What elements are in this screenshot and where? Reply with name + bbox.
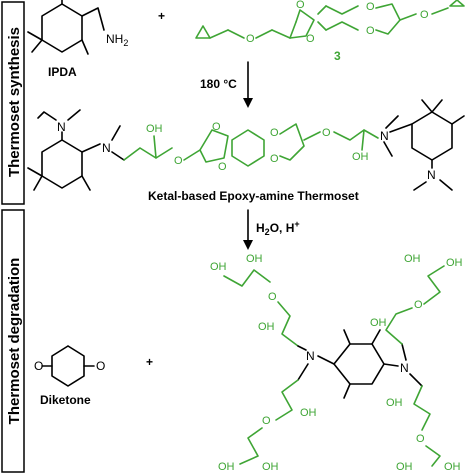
arrow-step-1: 180 °C — [200, 61, 253, 108]
oxygen-atom: O — [262, 415, 271, 427]
thermoset-label: Ketal-based Epoxy-amine Thermoset — [148, 189, 359, 203]
nitrogen-atom: N — [380, 129, 389, 143]
polyol-amine-product: OH OH O OH N N OH O OH OH OH O OH OH — [210, 253, 463, 473]
step2-condition: H2O, H+ — [256, 219, 300, 237]
epoxy-label: 3 — [334, 49, 341, 63]
nitrogen-atom: N — [306, 349, 315, 363]
thermoset-molecule: N N OH O O O O O O OH N — [27, 99, 465, 203]
nitrogen-atom: N — [102, 141, 111, 155]
hydroxyl-group: OH — [404, 253, 421, 265]
nitrogen-atom: N — [400, 361, 409, 375]
hydroxyl-group: OH — [262, 461, 279, 473]
synthesis-panel: Thermoset synthesis — [1, 1, 25, 205]
oxygen-atom: O — [322, 127, 331, 139]
degradation-label: Thermoset degradation — [6, 258, 23, 425]
plus-sign-2: + — [146, 355, 153, 369]
nitrogen-atom: N — [427, 168, 436, 182]
oxygen-atom: O — [366, 25, 375, 37]
oxygen-atom: O — [96, 359, 105, 373]
hydroxyl-group: OH — [258, 321, 275, 333]
hydroxyl-group: OH — [300, 407, 317, 419]
nitrogen-atom: N — [57, 120, 66, 134]
hydroxyl-group: OH — [210, 261, 227, 273]
diketone-molecule: O O Diketone — [34, 345, 105, 407]
hydroxyl-group: OH — [396, 461, 413, 473]
oxygen-atom: O — [366, 1, 375, 13]
oxygen-atom: O — [34, 359, 43, 373]
synthesis-label: Thermoset synthesis — [6, 27, 23, 177]
diepoxide-molecule: O O O O O O 3 — [195, 0, 465, 63]
oxygen-atom: O — [268, 291, 277, 303]
degradation-panel: Thermoset degradation — [1, 209, 25, 473]
diketone-label: Diketone — [40, 393, 91, 407]
hydroxyl-group: OH — [386, 397, 403, 409]
oxygen-atom: O — [296, 0, 305, 11]
hydroxyl-group: OH — [352, 151, 369, 163]
oxygen-atom: O — [414, 299, 423, 311]
oxygen-atom: O — [218, 161, 227, 173]
oxygen-atom: O — [212, 121, 221, 133]
ipda-amine-label: NH2 — [106, 32, 128, 48]
plus-sign-1: + — [158, 9, 165, 23]
ipda-label: IPDA — [48, 65, 77, 79]
oxygen-atom: O — [270, 153, 279, 165]
ipda-molecule: NH2 IPDA — [27, 0, 128, 79]
hydroxyl-group: OH — [146, 123, 163, 135]
hydroxyl-group: OH — [444, 461, 461, 473]
oxygen-atom: O — [416, 433, 425, 445]
hydroxyl-group: OH — [246, 253, 263, 265]
oxygen-atom: O — [174, 155, 183, 167]
oxygen-atom: O — [306, 33, 315, 45]
hydroxyl-group: OH — [446, 257, 463, 269]
hydroxyl-group: OH — [218, 461, 235, 473]
oxygen-atom: O — [420, 9, 429, 21]
oxygen-atom: O — [270, 127, 279, 139]
oxygen-atom: O — [246, 33, 255, 45]
step1-condition: 180 °C — [200, 77, 237, 91]
arrow-step-2: H2O, H+ — [243, 209, 300, 250]
hydroxyl-group: OH — [370, 317, 387, 329]
